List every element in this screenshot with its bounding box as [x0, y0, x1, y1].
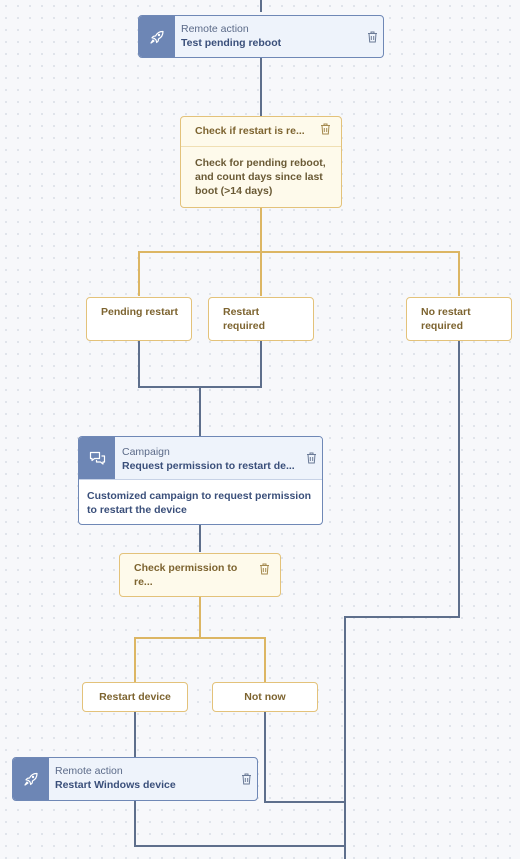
branch-no-restart-required[interactable]: No restart required	[406, 297, 512, 341]
trash-icon[interactable]	[320, 123, 331, 139]
node-kind-label: Remote action	[181, 23, 249, 35]
trash-icon[interactable]	[361, 16, 383, 57]
branch-label: Pending restart	[101, 306, 179, 318]
rocket-icon	[13, 758, 49, 800]
branch-label: Restart required	[223, 306, 266, 332]
check-title: Check if restart is re...	[195, 125, 305, 137]
check-description: Check for pending reboot, and count days…	[181, 146, 341, 198]
branch-label: No restart required	[421, 306, 471, 332]
check-permission[interactable]: Check permission to re...	[119, 553, 281, 597]
remote-action-restart-windows-device[interactable]: Remote action Restart Windows device	[12, 757, 258, 801]
branch-not-now[interactable]: Not now	[212, 682, 318, 712]
rocket-icon	[139, 16, 175, 57]
campaign-description: Customized campaign to request permissio…	[87, 490, 312, 516]
branch-restart-device[interactable]: Restart device	[82, 682, 188, 712]
chat-bubbles-icon	[79, 437, 115, 479]
node-kind-label: Remote action	[55, 765, 123, 777]
branch-label: Not now	[244, 691, 286, 703]
branch-label: Restart device	[99, 691, 171, 703]
check-title: Check permission to re...	[134, 562, 238, 588]
branch-restart-required[interactable]: Restart required	[208, 297, 314, 341]
yellow-connectors	[134, 208, 460, 682]
node-title: Test pending reboot	[181, 37, 282, 49]
trash-icon[interactable]	[235, 758, 257, 800]
check-restart-required[interactable]: Check if restart is re... Check for pend…	[180, 116, 342, 208]
trash-icon[interactable]	[300, 437, 322, 479]
node-title: Request permission to restart de...	[122, 460, 294, 472]
trash-icon[interactable]	[259, 563, 270, 579]
node-kind-label: Campaign	[122, 446, 170, 458]
campaign-request-permission[interactable]: Campaign Request permission to restart d…	[78, 436, 323, 525]
remote-action-test-pending-reboot[interactable]: Remote action Test pending reboot	[138, 15, 384, 58]
branch-pending-restart[interactable]: Pending restart	[86, 297, 192, 341]
node-title: Restart Windows device	[55, 779, 176, 791]
blue-connectors	[134, 0, 460, 859]
